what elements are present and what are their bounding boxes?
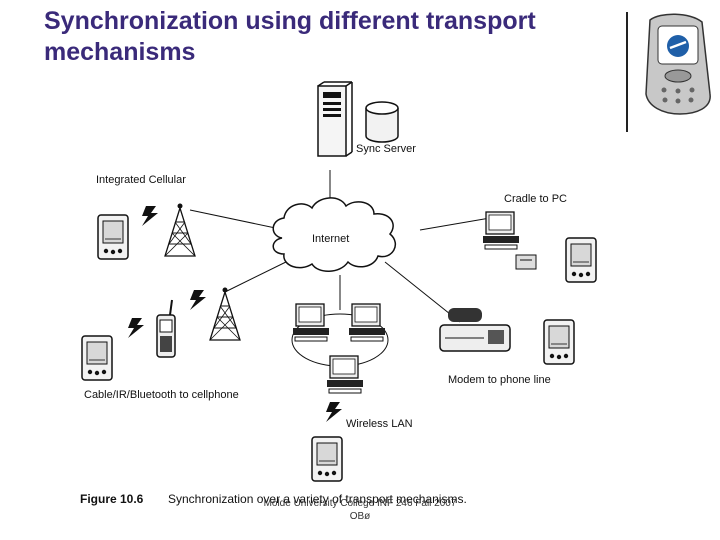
- footer-line-2: OBø: [349, 511, 371, 522]
- desktop-computer-icon: [292, 303, 330, 342]
- title-divider: [626, 12, 628, 132]
- pda-icon: [543, 319, 575, 365]
- cell-tower-icon: [164, 202, 196, 257]
- server-icon: [317, 81, 353, 157]
- pda-icon: [81, 335, 113, 381]
- cradle-label: Cradle to PC: [504, 193, 567, 205]
- integrated-cellular-label: Integrated Cellular: [96, 174, 186, 186]
- internet-label: Internet: [312, 233, 349, 245]
- modem-label: Modem to phone line: [448, 374, 551, 386]
- cradle-icon: [515, 254, 537, 270]
- cable-ir-label: Cable/IR/Bluetooth to cellphone: [84, 389, 239, 401]
- desktop-computer-icon: [326, 355, 364, 394]
- footer-line-1: Molde University College INF 246 Fall 20…: [263, 498, 457, 509]
- lightning-icon: [190, 290, 206, 310]
- cell-tower-icon: [209, 286, 241, 341]
- pda-icon: [97, 214, 129, 260]
- lightning-icon: [128, 318, 144, 338]
- desktop-computer-icon: [482, 211, 520, 250]
- sync-server-label: Sync Server: [356, 143, 416, 155]
- wireless-lan-label: Wireless LAN: [346, 418, 413, 430]
- slide-title: Synchronization using different transpor…: [44, 6, 614, 68]
- figure-number: Figure 10.6: [80, 492, 144, 506]
- pda-icon: [311, 436, 343, 482]
- title-line-1: Synchronization using different transpor…: [44, 7, 536, 35]
- desktop-computer-icon: [348, 303, 386, 342]
- cellphone-icon: [645, 13, 711, 115]
- telephone-icon: [439, 308, 511, 352]
- pda-icon: [565, 237, 597, 283]
- database-icon: [365, 101, 399, 143]
- cellphone-icon: [156, 299, 176, 358]
- figure-caption: Synchronization over a variety of transp…: [168, 492, 467, 506]
- footer: Molde University College INF 246 Fall 20…: [250, 497, 470, 523]
- cloud-icon: [272, 197, 396, 272]
- lightning-icon: [326, 402, 342, 422]
- title-line-2: mechanisms: [44, 38, 196, 66]
- connection-lines: [189, 170, 491, 323]
- lightning-icon: [142, 206, 158, 226]
